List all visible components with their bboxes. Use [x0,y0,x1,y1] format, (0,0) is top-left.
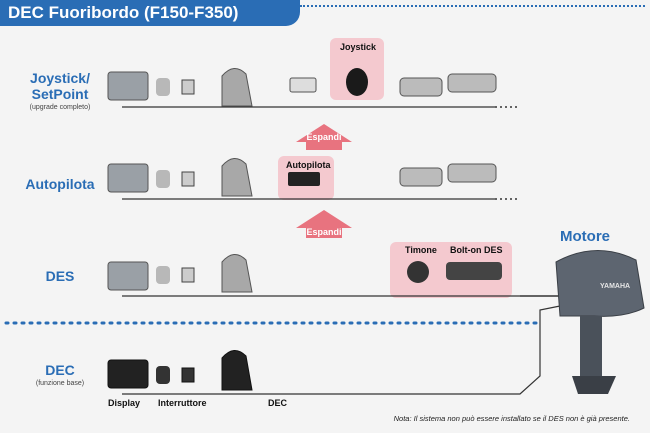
row-joystick-diagram [107,68,520,108]
actuator-icon-2 [447,163,497,183]
row-label-joystick-line1: Joystick/ [30,70,90,86]
row-label-joystick: Joystick/ SetPoint [8,70,112,102]
label-display: Display [108,398,141,408]
top-divider [300,5,645,7]
row-des-diagram [107,254,520,297]
keypad-icon [289,77,317,93]
row-label-dec: DEC [45,362,75,378]
display-icon [107,261,149,291]
actuator-icon-1 [399,167,443,187]
autopilot-panel-icon [288,172,320,186]
row-autopilota-diagram [107,158,520,200]
callout-joystick: Joystick [340,42,377,52]
key-switch-icon [156,266,170,284]
expand-label-1: Espandi [306,132,342,142]
display-icon [107,163,149,193]
bolt-on-actuator-icon [446,262,502,280]
expand-label-2: Espandi [306,227,342,237]
expand-arrow-1 [296,124,352,150]
callout-autopilota: Autopilota [286,160,331,170]
throttle-icon [221,254,253,293]
row-sub-joystick: (upgrade completo) [29,104,91,111]
dec-to-motor-line [295,305,561,395]
actuator-icon-2 [447,73,497,93]
joystick-icon [346,68,368,96]
display-icon [107,359,149,389]
motore-label: Motore [560,228,610,245]
row-label-joystick-line2: SetPoint [31,86,89,102]
expand-arrow-2 [296,210,352,238]
row-dec-diagram [107,350,295,395]
switch-panel-icon [181,367,195,383]
row-label-des: DES [45,268,75,284]
title-bar: DEC Fuoribordo (F150-F350) [0,0,300,26]
page-title: DEC Fuoribordo (F150-F350) [8,3,239,22]
outboard-motor-icon: YAMAHA [555,250,645,394]
row-sub-dec: (funzione base) [35,380,85,387]
key-switch-icon [156,78,170,96]
label-dec: DEC [268,398,288,408]
row-label-autopilota: Autopilota [25,176,95,192]
footnote: Nota: Il sistema non può essere installa… [393,414,630,423]
actuator-icon-1 [399,77,443,97]
throttle-icon [221,68,253,107]
engine-brand: YAMAHA [600,283,630,290]
throttle-icon [221,350,253,391]
switch-panel-icon [181,79,195,95]
callout-bolt-on-des: Bolt-on DES [450,245,503,255]
label-interruttore: Interruttore [158,398,207,408]
switch-panel-icon [181,171,195,187]
steering-wheel-icon [407,261,429,283]
key-switch-icon [156,366,170,384]
display-icon [107,71,149,101]
throttle-icon [221,158,253,197]
callout-timone: Timone [405,245,437,255]
key-switch-icon [156,170,170,188]
switch-panel-icon [181,267,195,283]
